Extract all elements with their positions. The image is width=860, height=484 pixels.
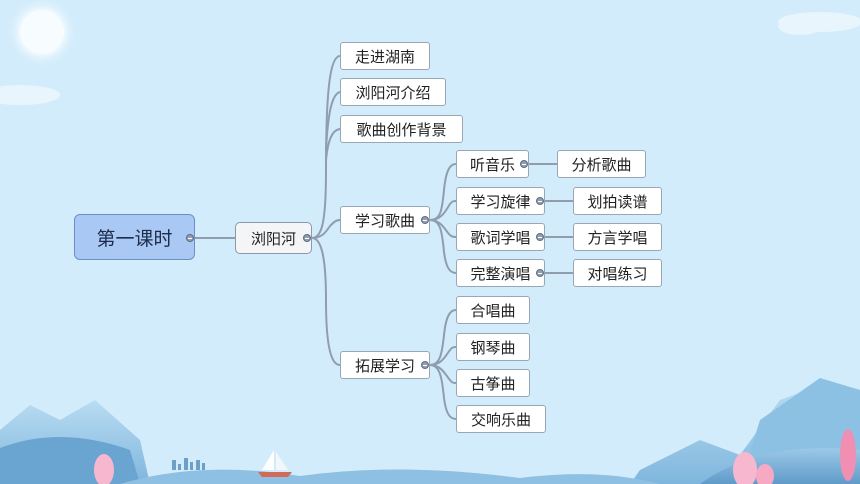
branch-node[interactable]: 走进湖南	[340, 42, 430, 70]
leaf-node[interactable]: 划拍读谱	[573, 187, 662, 215]
leaf-label: 划拍读谱	[587, 192, 648, 211]
leaf-label: 对唱练习	[587, 264, 648, 283]
collapse-icon[interactable]	[421, 216, 429, 224]
subtopic-node[interactable]: 钢琴曲	[456, 333, 530, 361]
collapse-icon[interactable]	[303, 234, 311, 242]
collapse-icon[interactable]	[520, 160, 528, 168]
topic-label: 浏阳河	[250, 229, 296, 248]
leaf-label: 方言学唱	[587, 228, 648, 247]
root-label: 第一课时	[96, 227, 173, 250]
sun-icon	[6, 0, 78, 68]
subtopic-label: 歌词学唱	[470, 228, 531, 247]
leaf-node[interactable]: 分析歌曲	[557, 150, 646, 178]
subtopic-node[interactable]: 学习旋律	[456, 187, 545, 215]
subtopic-label: 钢琴曲	[470, 338, 516, 357]
cloud-icon	[0, 12, 860, 105]
leaf-label: 分析歌曲	[571, 155, 632, 174]
branch-node[interactable]: 学习歌曲	[340, 206, 430, 234]
city-skyline-icon	[172, 458, 205, 470]
branch-label: 浏阳河介绍	[355, 83, 431, 102]
branch-node[interactable]: 拓展学习	[340, 351, 430, 379]
branch-label: 歌曲创作背景	[356, 120, 447, 139]
collapse-icon[interactable]	[536, 197, 544, 205]
branch-node[interactable]: 歌曲创作背景	[340, 115, 463, 143]
subtopic-label: 古筝曲	[470, 374, 516, 393]
leaf-node[interactable]: 对唱练习	[573, 259, 662, 287]
subtopic-node[interactable]: 交响乐曲	[456, 405, 546, 433]
subtopic-label: 交响乐曲	[470, 410, 531, 429]
branch-label: 学习歌曲	[354, 211, 415, 230]
topic-node[interactable]: 浏阳河	[235, 222, 312, 254]
subtopic-label: 完整演唱	[470, 264, 531, 283]
branch-label: 拓展学习	[354, 356, 415, 375]
branch-node[interactable]: 浏阳河介绍	[340, 78, 446, 106]
branch-label: 走进湖南	[354, 47, 415, 66]
pink-tree-icon	[94, 429, 856, 484]
collapse-icon[interactable]	[536, 269, 544, 277]
sailboat-icon	[258, 450, 292, 477]
subtopic-node[interactable]: 完整演唱	[456, 259, 545, 287]
root-node[interactable]: 第一课时	[74, 214, 195, 260]
collapse-icon[interactable]	[421, 361, 429, 369]
collapse-icon[interactable]	[186, 234, 194, 242]
subtopic-node[interactable]: 合唱曲	[456, 296, 530, 324]
subtopic-label: 学习旋律	[470, 192, 531, 211]
subtopic-node[interactable]: 听音乐	[456, 150, 529, 178]
collapse-icon[interactable]	[536, 233, 544, 241]
subtopic-node[interactable]: 古筝曲	[456, 369, 530, 397]
subtopic-label: 听音乐	[469, 155, 515, 174]
leaf-node[interactable]: 方言学唱	[573, 223, 662, 251]
subtopic-label: 合唱曲	[470, 301, 516, 320]
subtopic-node[interactable]: 歌词学唱	[456, 223, 545, 251]
